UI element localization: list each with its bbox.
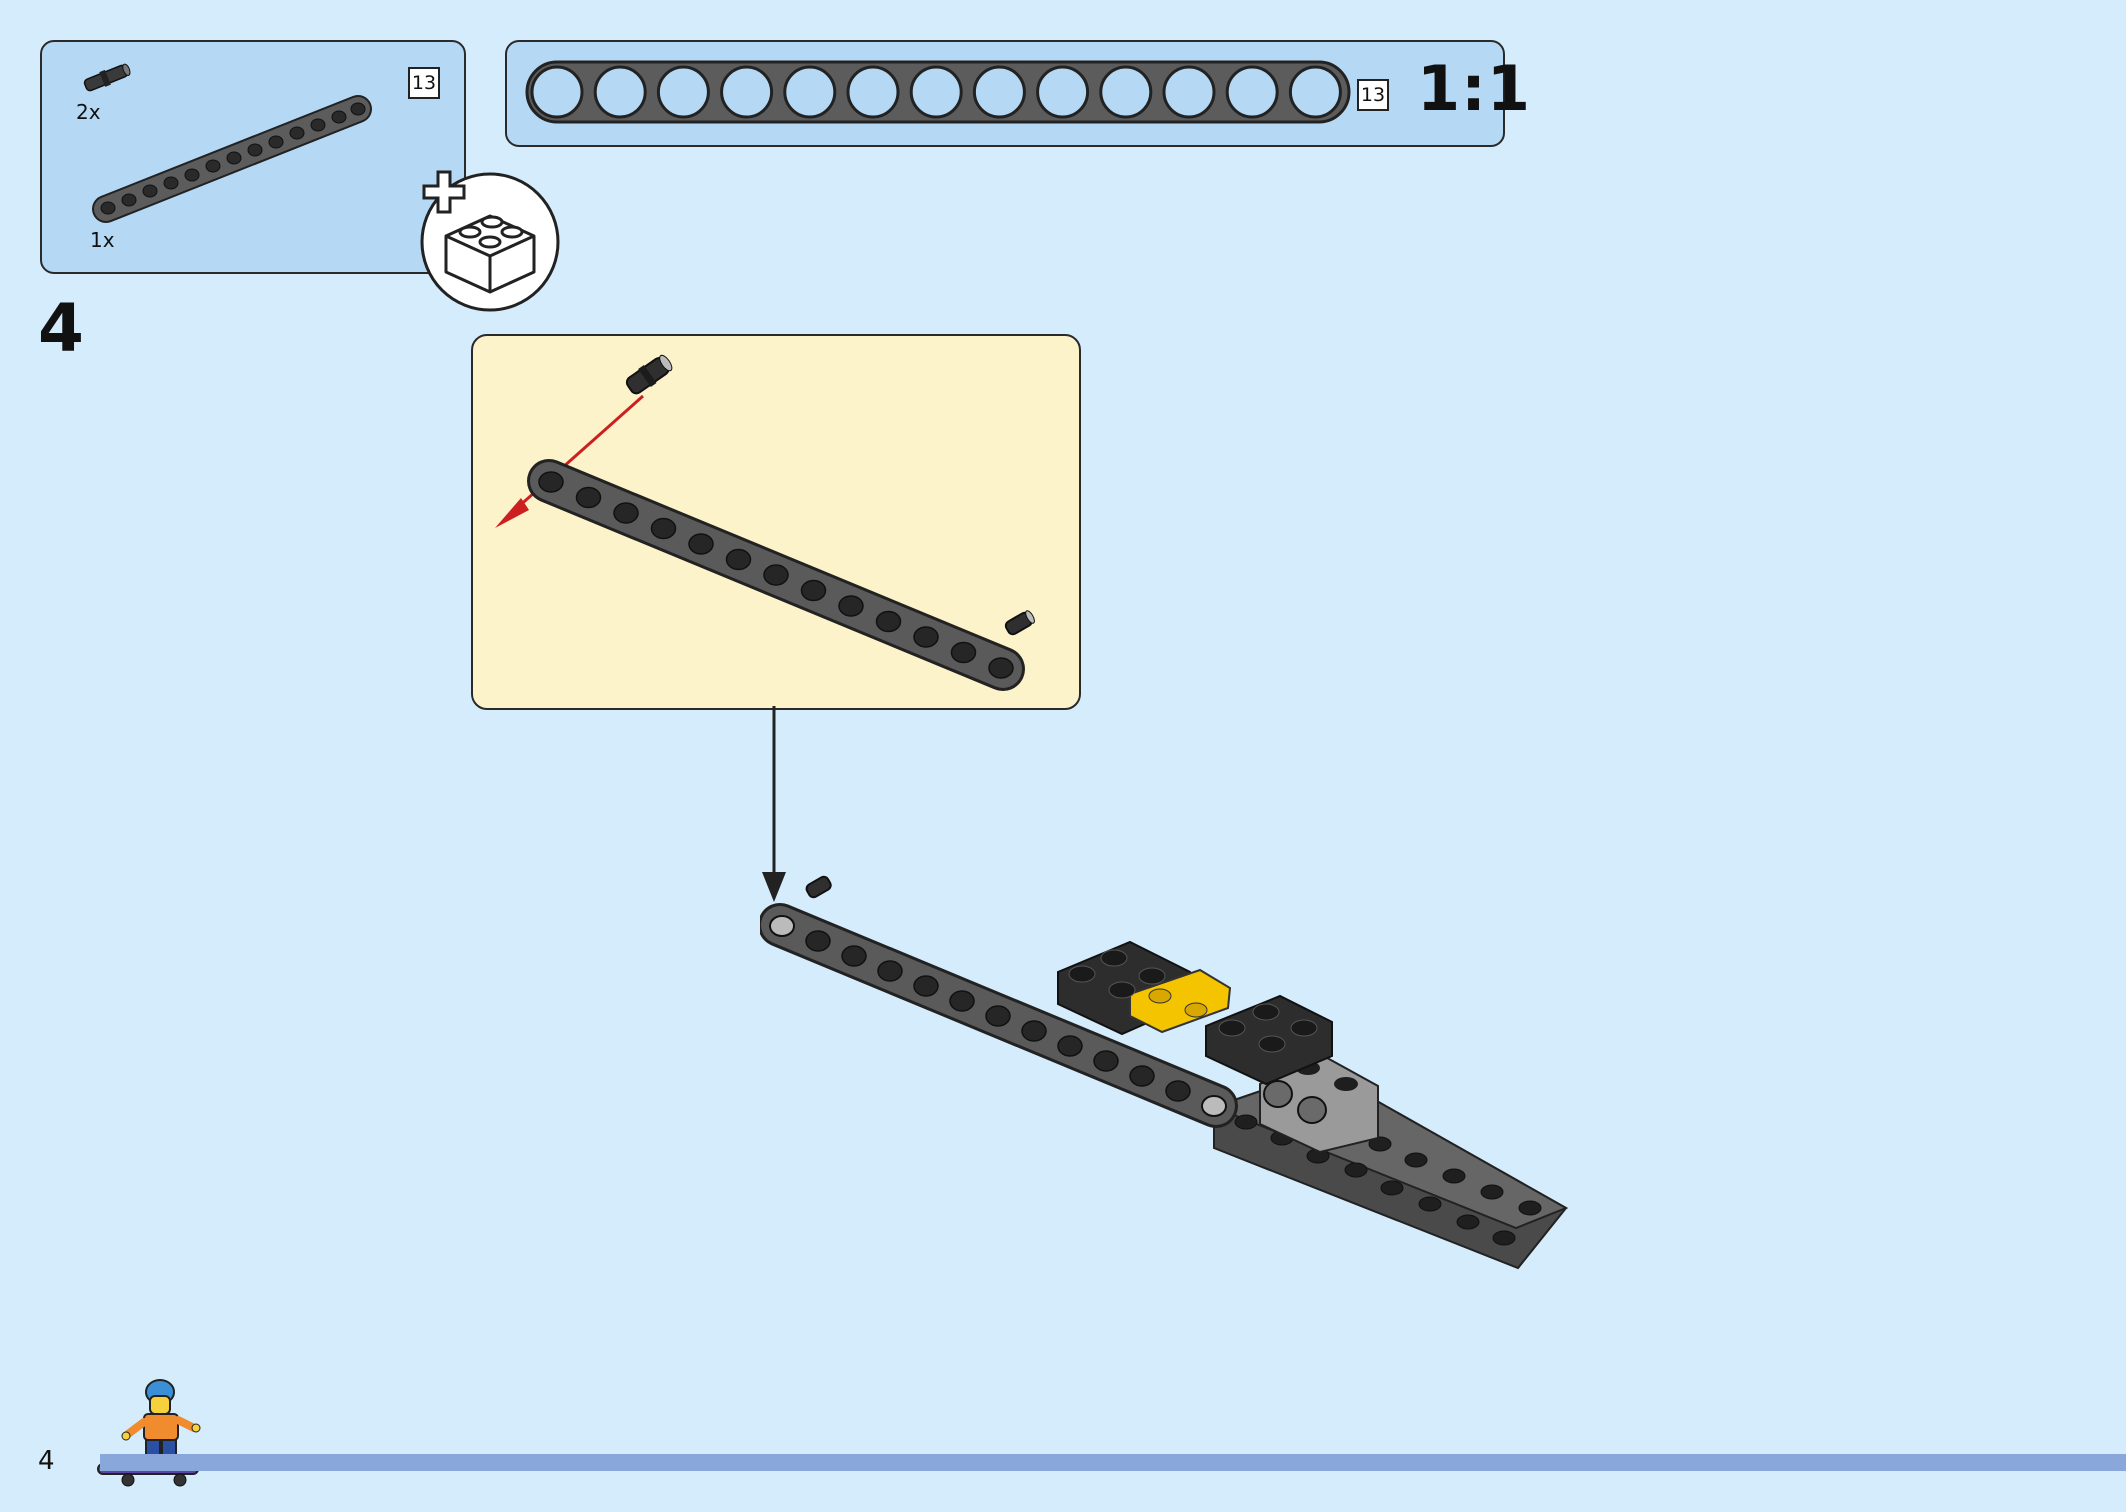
beam-hole [875,610,902,633]
connector-pin-icon [625,354,673,395]
beam-hole [800,579,827,602]
beam-quantity: 1x [90,228,115,252]
beam-hole [656,65,710,119]
beam-hole [913,626,939,648]
beam-hole [783,65,837,119]
beam-hole [841,945,867,967]
beam-hole [725,548,752,571]
pin-quantity: 2x [76,100,101,124]
subassembly-callout [471,334,1081,710]
bottom-bar [100,1454,2126,1471]
beam-hole [613,502,639,524]
beam-hole [972,65,1026,119]
beam-hole [1021,1020,1047,1042]
scale-reference: 13 1:1 [505,40,1530,147]
step-number: 4 [38,290,84,367]
beam-hole [763,564,789,586]
beam-hole [575,486,602,509]
beam-hole [877,960,903,982]
beam-hole [1036,65,1090,119]
parts-callout: 2x 1x 13 [40,40,466,274]
beam-hole [988,657,1014,679]
beam-hole [985,1005,1011,1027]
add-brick-icon [420,170,560,312]
page-number: 4 [38,1446,55,1476]
scale-length-tag: 13 [1357,79,1389,111]
beam-hole [805,930,831,952]
beam-hole [1165,1080,1191,1102]
beam-hole [846,65,900,119]
connector-pin-icon [83,63,131,92]
beam-hole [838,595,864,617]
beam-hole [720,65,774,119]
beam-hole [1129,1065,1155,1087]
beam-1-1-icon [525,60,1351,124]
beam-hole [909,65,963,119]
beam-hole [538,471,564,493]
subassembly-beam-illustration [495,354,1035,691]
minifigure-skateboard-icon [97,1379,201,1487]
beam-hole [650,517,677,540]
red-arrow-icon [495,498,529,528]
beam-hole [593,65,647,119]
down-arrow-icon [762,706,786,902]
beam-hole [913,975,939,997]
beam-hole [1093,1050,1119,1072]
beam-hole [688,533,714,555]
beam-icon [92,95,372,223]
beam-hole [1162,65,1216,119]
scale-label: 1:1 [1417,52,1532,125]
beam-hole [1057,1035,1083,1057]
beam-hole [949,990,975,1012]
beam-hole [530,65,584,119]
beam-length-tag: 13 [408,67,440,99]
beam-hole [1288,65,1342,119]
beam-hole [1099,65,1153,119]
beam-hole [950,641,977,664]
main-model-illustration [760,875,1569,1270]
beam-hole [1225,65,1279,119]
